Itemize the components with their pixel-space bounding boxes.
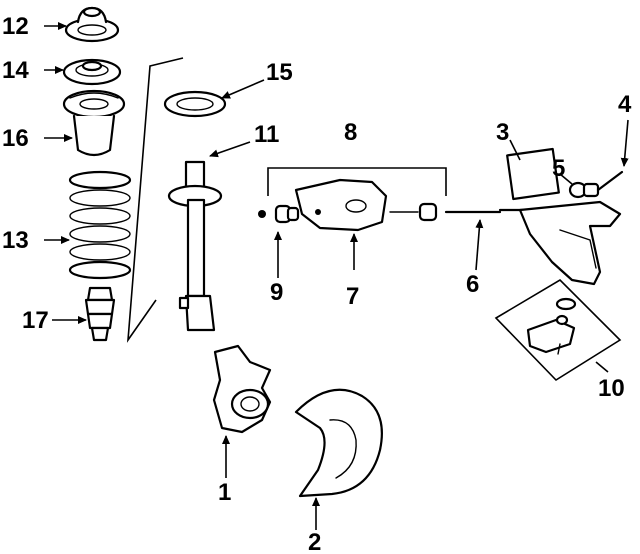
upper-link-part: [506, 147, 624, 286]
callout-3: 3: [496, 119, 509, 146]
callout-13: 13: [2, 227, 29, 254]
coil-spring-part: [68, 170, 132, 280]
callout-6: 6: [466, 271, 479, 298]
callout-2: 2: [308, 529, 321, 554]
strut-part: [163, 90, 227, 332]
callout-4: 4: [618, 91, 632, 118]
callout-17: 17: [22, 307, 49, 334]
splash-shield-part: [294, 388, 383, 498]
callout-11: 11: [254, 121, 279, 148]
callout-9: 9: [270, 279, 283, 306]
ball-joint-box: [494, 278, 622, 382]
ball-joint-part: [526, 297, 577, 355]
callout-15: 15: [266, 59, 293, 86]
spring-seat-part: [62, 89, 126, 157]
bushing-right-part: [389, 202, 438, 222]
bearing-part: [62, 58, 122, 86]
steering-knuckle-part: [212, 344, 272, 434]
callout-16: 16: [2, 125, 29, 152]
dust-boot-part: [84, 286, 116, 342]
bushing-part: [258, 204, 300, 224]
callout-12: 12: [2, 13, 29, 40]
strut-mount-part: [64, 6, 120, 43]
control-arm-part: [294, 178, 388, 232]
callout-7: 7: [346, 283, 359, 310]
assembly-8-bracket: [267, 167, 447, 196]
callout-5: 5: [552, 155, 565, 182]
callout-8: 8: [344, 119, 357, 146]
assembly-bracket-line: [126, 57, 184, 343]
callout-1: 1: [218, 479, 231, 506]
callout-10: 10: [598, 375, 625, 402]
callout-14: 14: [2, 57, 29, 84]
